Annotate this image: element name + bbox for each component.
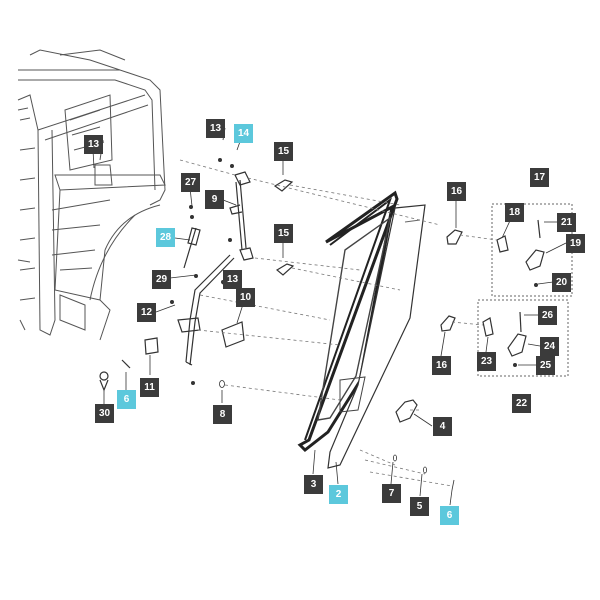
callout-11: 11 — [140, 378, 159, 397]
hinge-plates — [273, 179, 295, 276]
gaskets — [440, 229, 463, 332]
callout-20: 20 — [552, 273, 571, 292]
callout-3: 3 — [304, 475, 323, 494]
callout-21: 21 — [557, 213, 576, 232]
fasteners — [169, 157, 539, 491]
callout-24: 24 — [540, 337, 559, 356]
callout-27: 27 — [181, 173, 200, 192]
callout-29: 29 — [152, 270, 171, 289]
callout-15: 15 — [274, 142, 293, 161]
callout-15: 15 — [274, 224, 293, 243]
callout-19: 19 — [566, 234, 585, 253]
callout-8: 8 — [213, 405, 232, 424]
callout-13: 13 — [84, 135, 103, 154]
callout-28: 28 — [156, 228, 175, 247]
callout-17: 17 — [530, 168, 549, 187]
callout-14: 14 — [234, 124, 253, 143]
callout-23: 23 — [477, 352, 496, 371]
callout-5: 5 — [410, 497, 429, 516]
latch-bracket — [221, 321, 245, 348]
callout-16: 16 — [447, 182, 466, 201]
callout-16: 16 — [432, 356, 451, 375]
callout-9: 9 — [205, 190, 224, 209]
callout-13: 13 — [206, 119, 225, 138]
hinge-bar — [229, 171, 254, 261]
callout-30: 30 — [95, 404, 114, 423]
callout-2: 2 — [329, 485, 348, 504]
callout-12: 12 — [137, 303, 156, 322]
callout-18: 18 — [505, 203, 524, 222]
door-glass-assembly — [297, 190, 426, 469]
callout-22: 22 — [512, 394, 531, 413]
gas-strut — [183, 227, 201, 269]
callout-25: 25 — [536, 356, 555, 375]
callout-13: 13 — [223, 270, 242, 289]
callout-4: 4 — [433, 417, 452, 436]
callout-6: 6 — [440, 506, 459, 525]
door-handle — [395, 399, 418, 423]
cab-frame — [17, 49, 166, 341]
callout-26: 26 — [538, 306, 557, 325]
callout-7: 7 — [382, 484, 401, 503]
callout-10: 10 — [236, 288, 255, 307]
leader-lines — [179, 159, 498, 487]
callout-6: 6 — [117, 390, 136, 409]
